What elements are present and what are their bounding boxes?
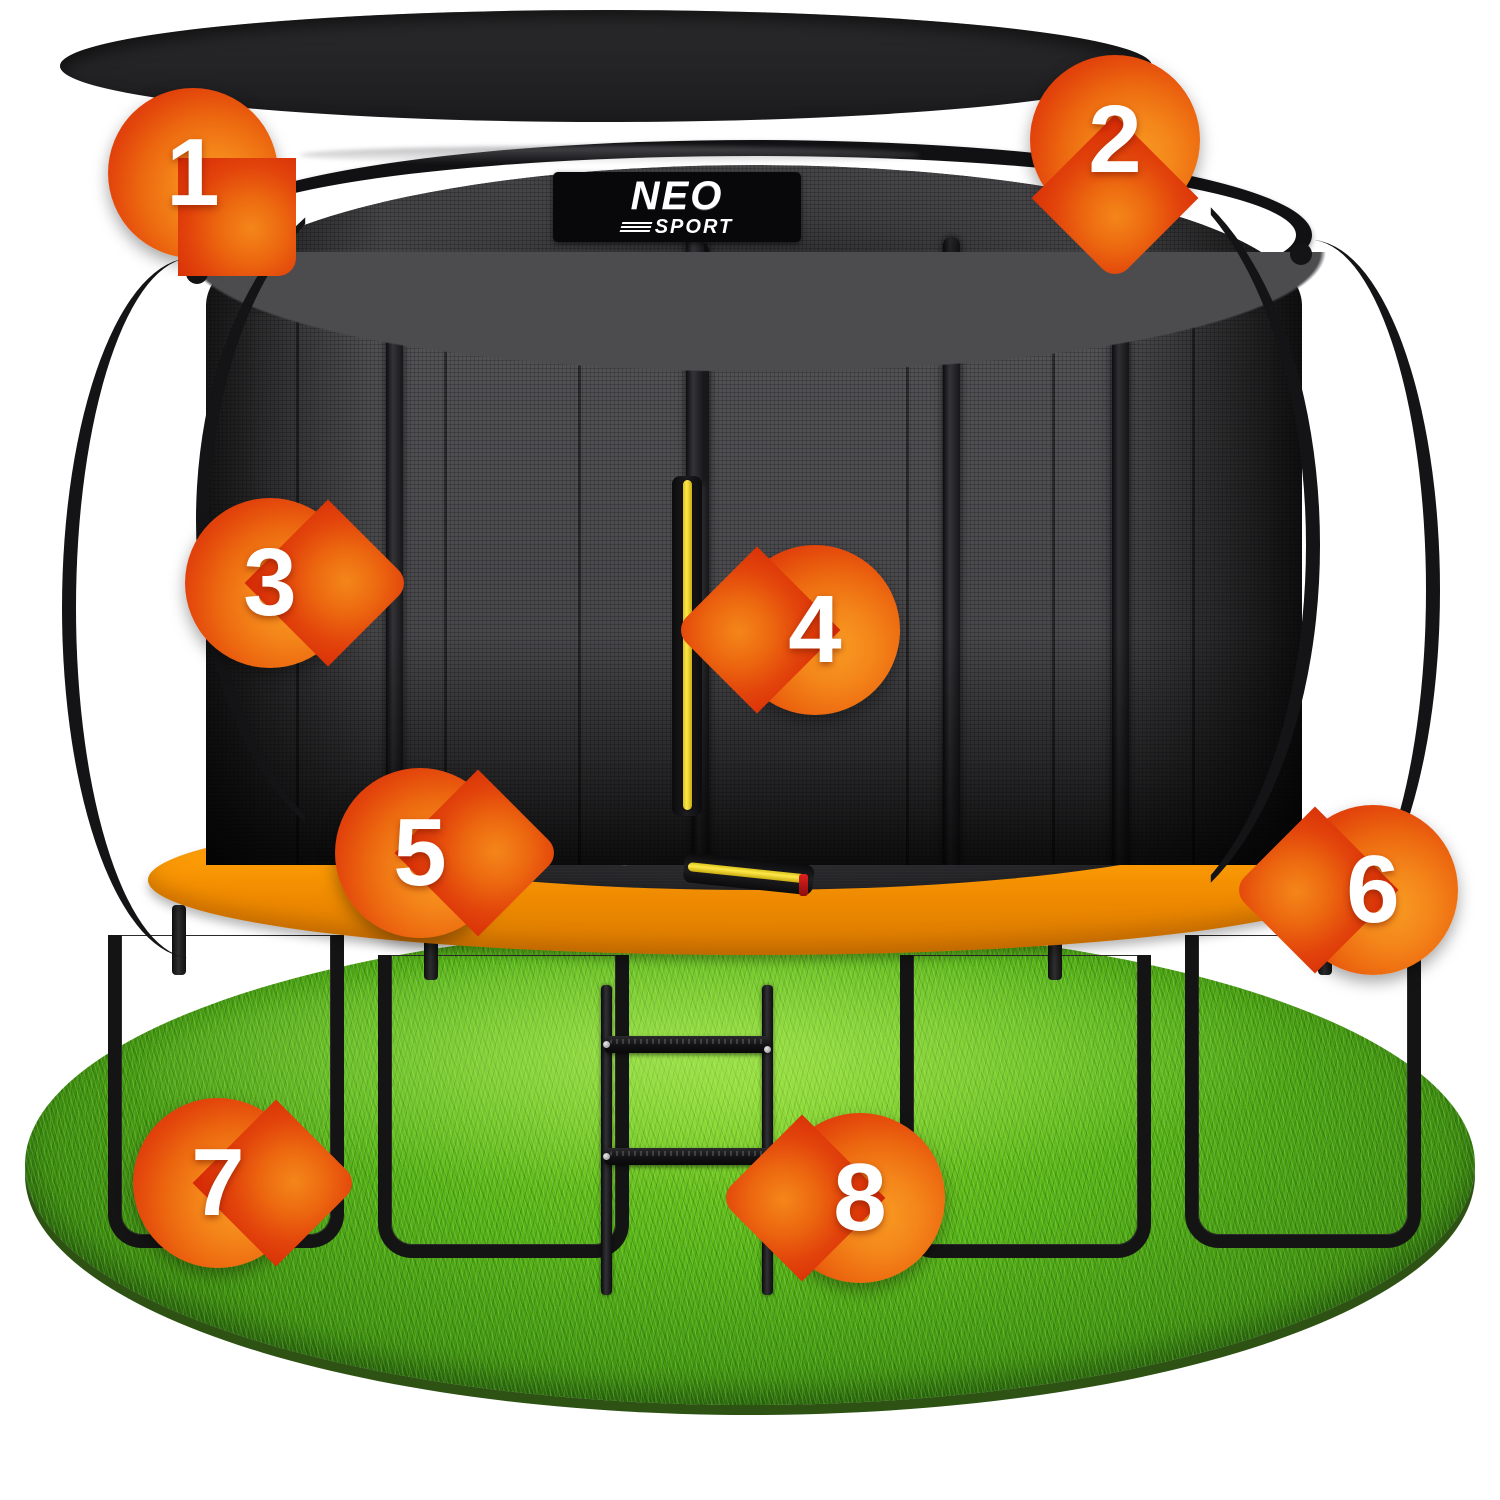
ladder-rivet [603, 1041, 610, 1048]
net-top-rim-highlight [300, 146, 920, 164]
callout-number-6: 6 [1346, 836, 1400, 943]
net-seam [578, 255, 581, 865]
callout-marker-8[interactable]: 8 [718, 1113, 945, 1283]
neo-sport-logo: NEO SPORT [553, 172, 801, 242]
callout-number-2: 2 [1088, 86, 1142, 193]
logo-text-sport: SPORT [654, 215, 734, 238]
trampoline-leg-right [1185, 935, 1421, 1248]
callout-marker-7[interactable]: 7 [133, 1098, 360, 1268]
net-seam [906, 255, 909, 865]
logo-text-neo: NEO [630, 174, 724, 219]
callout-marker-5[interactable]: 5 [335, 768, 562, 938]
callout-marker-3[interactable]: 3 [185, 498, 412, 668]
callout-number-4: 4 [788, 576, 842, 683]
trampoline-leg-left-center [378, 955, 629, 1258]
ladder-rivet [764, 1046, 771, 1053]
ladder-rail-right [762, 985, 773, 1295]
callout-marker-2[interactable]: 2 [1030, 55, 1200, 282]
ladder-rail-left [601, 985, 612, 1295]
callout-marker-4[interactable]: 4 [673, 545, 900, 715]
outer-pole-far-right [1315, 240, 1440, 940]
outer-pole-left [196, 175, 306, 865]
net-seam [444, 275, 447, 865]
ladder-step-upper [604, 1036, 770, 1053]
callout-number-5: 5 [393, 799, 447, 906]
pole-cap-right [1290, 243, 1312, 265]
callout-number-7: 7 [191, 1129, 245, 1236]
net-zipper-pull-tab[interactable] [799, 874, 808, 896]
net-zipper-vertical[interactable] [683, 480, 692, 810]
callout-marker-1[interactable]: 1 [108, 88, 296, 276]
outer-pole-far-left [62, 258, 187, 958]
callout-number-3: 3 [243, 529, 297, 636]
ladder-step-lower [604, 1148, 770, 1165]
callout-marker-6[interactable]: 6 [1231, 805, 1458, 975]
logo-stripes-icon [619, 221, 653, 232]
ladder-rivet [603, 1153, 610, 1160]
callout-number-1: 1 [166, 119, 220, 226]
net-seam [1052, 275, 1055, 865]
rim-lower-occluder [186, 252, 1326, 372]
callout-number-8: 8 [833, 1144, 887, 1251]
callout-tail-1 [178, 158, 296, 276]
